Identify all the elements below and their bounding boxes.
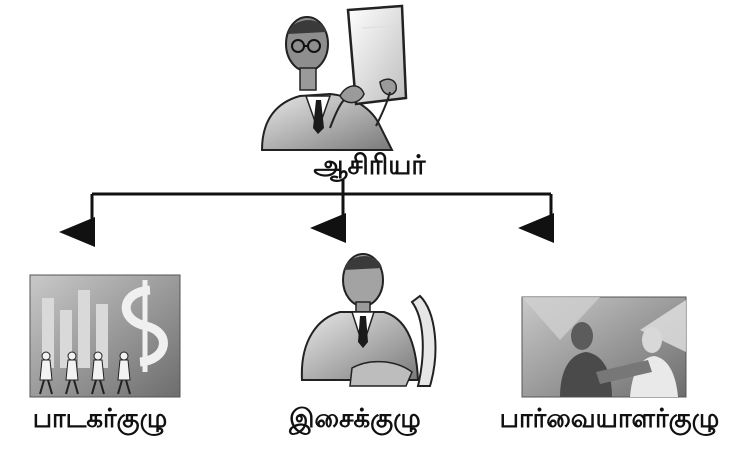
connector-lines xyxy=(59,180,554,247)
child-label-singers: பாடகர்குழு xyxy=(32,404,168,434)
root-label-teacher: ஆசிரியர் xyxy=(313,150,426,181)
child-label-musicians: இசைக்குழு xyxy=(289,404,421,434)
child-label-audience: பார்வையாளர்குழு xyxy=(499,404,720,434)
musician-at-keyboard-icon xyxy=(300,253,437,387)
audience-group-icon xyxy=(521,296,687,398)
singers-group-icon xyxy=(29,274,181,398)
teacher-reading-document-icon xyxy=(260,4,408,151)
